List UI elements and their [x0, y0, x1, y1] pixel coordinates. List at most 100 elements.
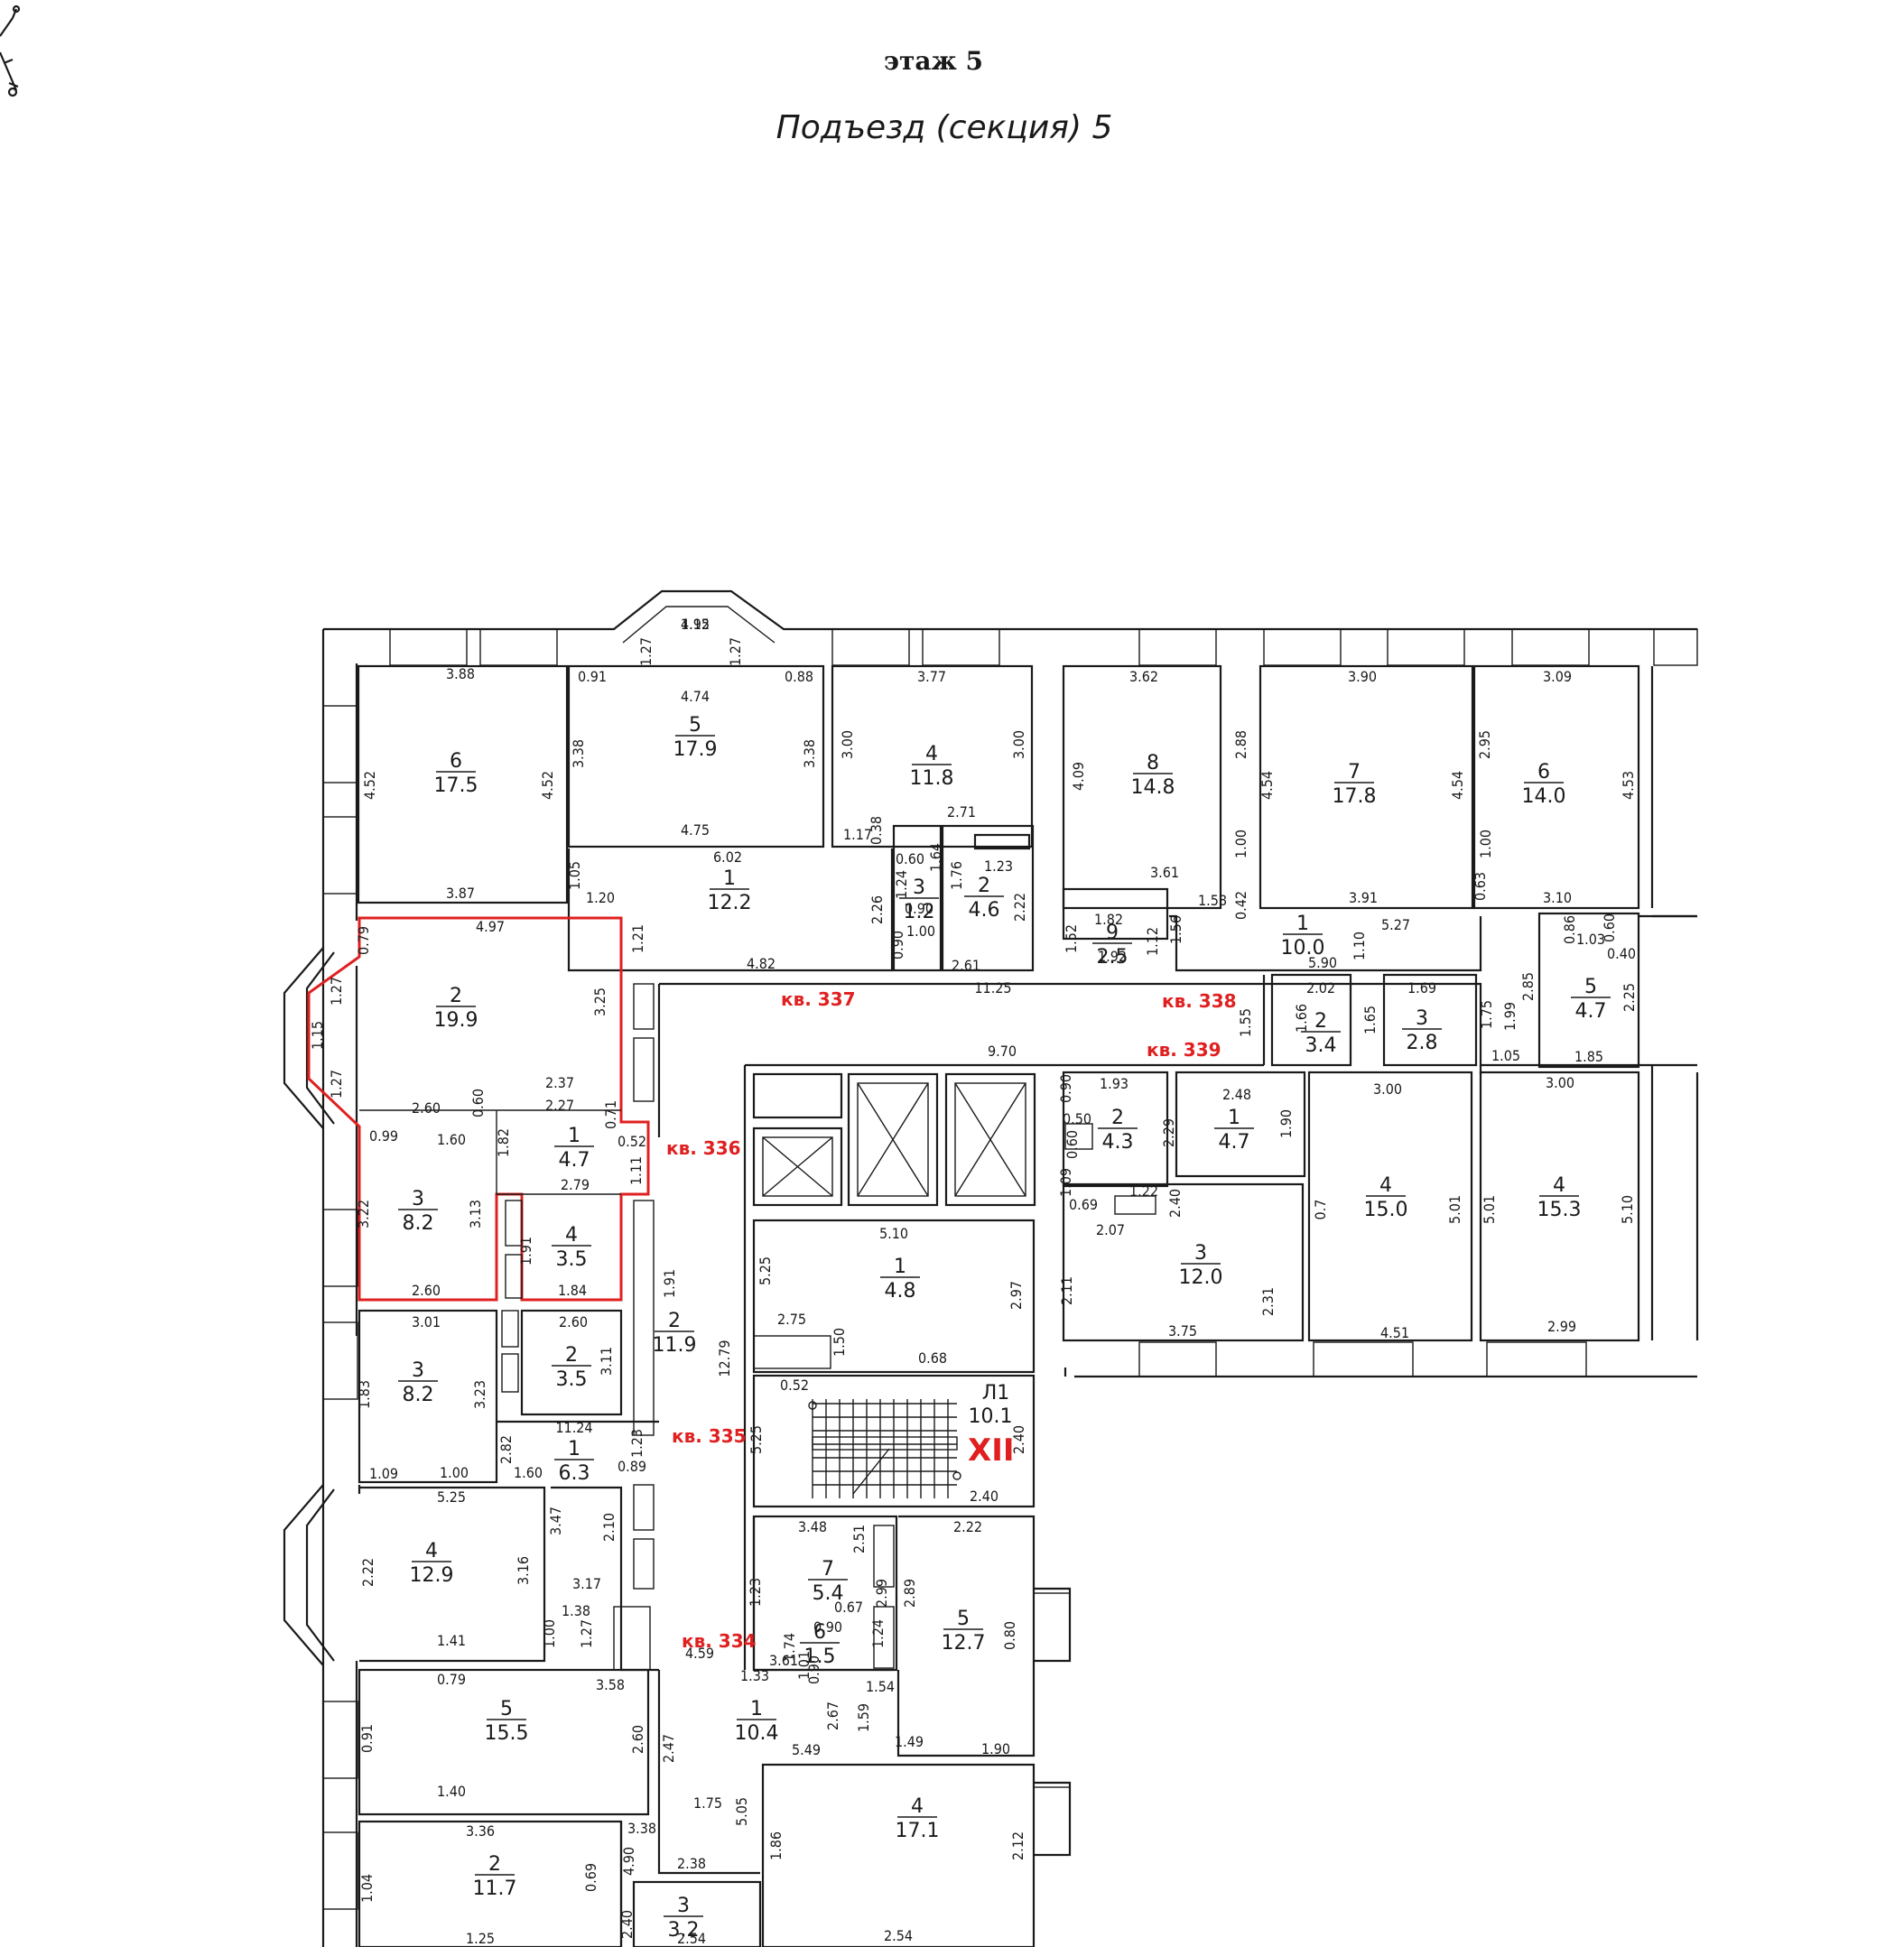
dimension-label: 1.75	[1478, 1000, 1495, 1029]
room-area: 17.1	[896, 1820, 940, 1842]
room-number: 1	[568, 1438, 580, 1460]
dimension-label: 2.67	[824, 1701, 841, 1730]
dimension-label: 2.99	[873, 1579, 890, 1608]
stair-label: XII	[968, 1432, 1015, 1469]
dimension-label: 0.52	[780, 1377, 809, 1394]
dimension-label: 1.04	[358, 1874, 376, 1903]
apartment-label: кв. 335	[672, 1425, 747, 1447]
room-number: 7	[1348, 761, 1361, 783]
dimension-label: 2.60	[412, 1282, 441, 1299]
dimension-label: 1.66	[1293, 1004, 1310, 1033]
room-number: 6	[1537, 761, 1550, 783]
dimension-label: 1.60	[514, 1464, 543, 1481]
room-number: 2	[668, 1310, 681, 1332]
dimension-label: 2.71	[947, 803, 976, 821]
dimension-label: 1.82	[1094, 911, 1123, 928]
room-area: 17.9	[673, 738, 718, 761]
dimension-label: 2.40	[1010, 1425, 1027, 1454]
dimension-label: 1.50	[831, 1328, 848, 1357]
dimension-label: 1.17	[843, 826, 872, 843]
room-number: 2	[1314, 1010, 1327, 1033]
room-number: 4	[1379, 1174, 1392, 1197]
dimension-label: 11.25	[974, 979, 1011, 997]
dimension-label: 4.92	[681, 616, 710, 633]
dimension-label: 3.38	[801, 739, 818, 768]
dimension-label: 1.00	[1477, 830, 1494, 858]
dimension-label: 5.90	[1308, 954, 1337, 971]
dimension-label: 0.90	[889, 931, 906, 960]
room-area: 4.7	[559, 1149, 590, 1172]
dimension-label: 4.97	[476, 918, 505, 935]
dimension-label: 5.25	[757, 1256, 774, 1285]
dimension-label: 1.27	[727, 637, 744, 666]
dimension-label: 1.24	[869, 1619, 887, 1648]
room-area: 15.5	[485, 1722, 529, 1745]
dimension-label: 0.52	[618, 1133, 646, 1150]
room-number: 5	[957, 1608, 970, 1630]
room-area: 15.3	[1537, 1199, 1582, 1221]
dimension-label: 4.51	[1380, 1324, 1409, 1341]
dimension-label: 2.31	[1259, 1287, 1277, 1316]
dimension-label: 2.85	[1519, 972, 1537, 1001]
dimension-label: 2.38	[677, 1855, 706, 1872]
dimension-label: 2.07	[1096, 1221, 1125, 1238]
dimension-label: 2.40	[618, 1910, 636, 1939]
room-area: 8.2	[403, 1384, 434, 1406]
dimension-label: 2.75	[777, 1311, 806, 1328]
dimension-label: 1.91	[517, 1237, 534, 1266]
room-area: 8.2	[403, 1212, 434, 1235]
dimension-label: 1.74	[781, 1633, 798, 1662]
dimension-label: 1.15	[309, 1021, 326, 1050]
room-area: 1.2	[904, 901, 935, 923]
room-number: 5	[500, 1698, 513, 1720]
dimension-label: 2.61	[952, 957, 980, 974]
dimension-label: 1.00	[1232, 830, 1249, 858]
dimension-label: 2.60	[629, 1725, 646, 1754]
dimension-label: 1.41	[437, 1632, 466, 1649]
window-openings	[322, 628, 1698, 1910]
dimension-label: 2.79	[561, 1176, 590, 1193]
dimension-label: 4.52	[539, 771, 556, 800]
dimension-label: 4.75	[681, 821, 710, 839]
room-area: 17.5	[434, 774, 478, 797]
dimension-label: 1.09	[369, 1465, 398, 1482]
dimension-label: 2.51	[850, 1525, 868, 1553]
dimension-label: 0.63	[1472, 872, 1489, 901]
room-area: 4.3	[1102, 1131, 1134, 1154]
dimension-label: 3.00	[1546, 1074, 1574, 1091]
dimension-label: 11.24	[555, 1419, 592, 1436]
dimension-label: 2.10	[600, 1513, 618, 1542]
room-area: 4.7	[1575, 1000, 1607, 1023]
dimension-label: 2.47	[660, 1734, 677, 1763]
room-area: 19.9	[434, 1009, 478, 1032]
dimension-label: 0.60	[1063, 1130, 1081, 1159]
dimension-label: 1.76	[948, 861, 965, 890]
dimension-label: 1.12	[1144, 927, 1161, 956]
dimension-label: 2.48	[1222, 1086, 1251, 1103]
room-area: 12.2	[708, 892, 752, 914]
room-number: Л1	[982, 1382, 1010, 1405]
dimension-label: 1.03	[1576, 931, 1605, 948]
dimension-label: 2.97	[1008, 1281, 1025, 1310]
dimension-label: 0.60	[469, 1089, 487, 1117]
dimension-label: 5.27	[1381, 916, 1410, 933]
dimension-label: 1.40	[437, 1783, 466, 1800]
section-subtitle: Подъезд (секция) 5	[776, 109, 1113, 146]
room-area: 1.5	[804, 1646, 836, 1668]
room-number: 1	[1296, 913, 1309, 935]
room-number: 4	[1553, 1174, 1565, 1197]
dimension-label: 1.75	[693, 1794, 722, 1812]
dimension-label: 3.88	[446, 665, 475, 682]
dimension-label: 0.86	[1561, 915, 1578, 944]
dimension-label: 5.10	[1619, 1195, 1636, 1224]
dimension-label: 2.37	[545, 1074, 574, 1091]
dimension-label: 3.61	[769, 1652, 798, 1669]
dimension-label: 2.95	[1476, 730, 1493, 759]
dimension-label: 1.23	[747, 1578, 764, 1607]
dimension-label: 0.90	[1057, 1074, 1074, 1103]
room-number: 4	[925, 743, 938, 765]
dimension-label: 3.87	[446, 885, 475, 902]
dimension-label: 1.22	[1129, 1182, 1158, 1200]
